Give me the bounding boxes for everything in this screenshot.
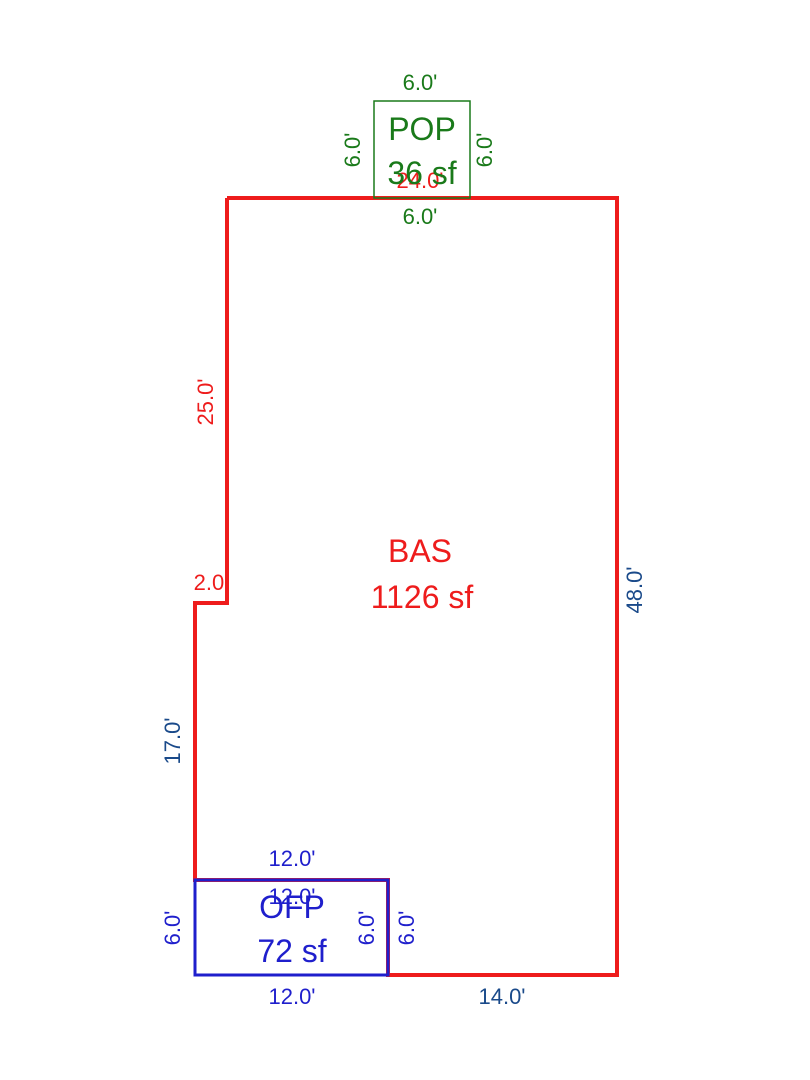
bas-area-name: BAS bbox=[388, 533, 452, 569]
pop-area-name: POP bbox=[388, 111, 456, 147]
ofp-dim-right: 6.0' bbox=[354, 911, 379, 946]
bas-dim-right: 48.0' bbox=[622, 566, 647, 613]
bas-area-size: 1126 sf bbox=[371, 579, 474, 615]
ofp-area-name: OFP bbox=[259, 889, 325, 925]
ofp-dim-left: 6.0' bbox=[160, 911, 185, 946]
bas-dim-lower-left: 17.0' bbox=[160, 717, 185, 764]
pop-dim-top: 6.0' bbox=[403, 70, 438, 95]
ofp-outline bbox=[193, 878, 390, 977]
pop-outline bbox=[373, 100, 471, 199]
pop-dim-right: 6.0' bbox=[472, 133, 497, 168]
pop-area-size: 36 sf bbox=[387, 155, 456, 191]
bas-dim-step: 2.0' bbox=[194, 570, 229, 595]
pop-dim-left: 6.0' bbox=[340, 133, 365, 168]
bas-dim-top: 24.0' bbox=[396, 168, 443, 193]
ofp-area-size: 72 sf bbox=[257, 933, 326, 969]
ofp-dim-right-outer: 6.0' bbox=[394, 911, 419, 946]
ofp-dim-bottom: 12.0' bbox=[268, 984, 315, 1009]
bas-dim-upper-left: 25.0' bbox=[193, 378, 218, 425]
ofp-dim-top-inner: 12.0' bbox=[268, 884, 315, 909]
bas-dim-bottom: 14.0' bbox=[478, 984, 525, 1009]
pop-dim-bottom: 6.0' bbox=[403, 204, 438, 229]
ofp-dim-top: 12.0' bbox=[268, 846, 315, 871]
